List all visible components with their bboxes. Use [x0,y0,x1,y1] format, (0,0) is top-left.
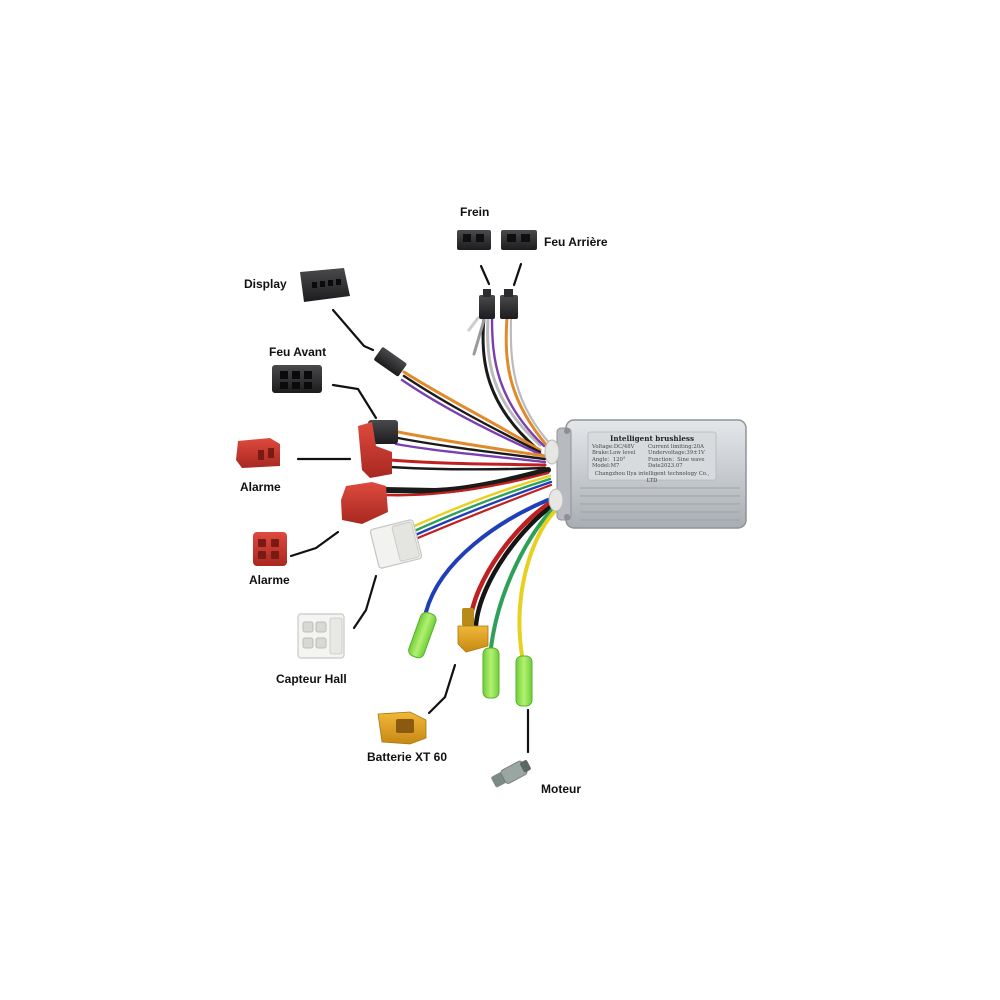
harness-hall-connector [369,519,423,569]
hall-sensor-connector-icon [297,613,345,659]
label-display: Display [244,277,287,291]
label-alarme-1: Alarme [240,480,281,494]
harness-alarm-connector-1 [358,422,392,478]
nameplate-title: Intelligent brushless [609,434,695,443]
controller-box [544,419,747,529]
leader-line-feu-arriere [512,262,523,287]
label-feu-avant: Feu Avant [269,345,327,359]
leader-line-alarme-2 [289,530,340,558]
motor-bullet-connector-icon [491,760,531,788]
label-capteur-hall: Capteur Hall [276,672,347,686]
front-light-connector-icon [272,365,322,393]
wire-harness [382,316,560,658]
label-moteur: Moteur [541,782,581,796]
label-frein: Frein [460,205,490,219]
nameplate-function: Function：Sine wave [648,456,705,463]
leader-line-display [331,308,375,352]
harness-tail-light-connector [500,289,518,319]
nameplate-current-limiting: Current limiting:20A [648,443,704,450]
controller-label-plate [587,431,717,481]
alarm-connector-icon-2 [253,532,287,566]
controller-nameplate: Intelligent brushless Voltage:DC/48V Cur… [592,434,712,483]
leader-line-frein [479,264,491,286]
brake-connector-icon [457,230,491,250]
label-feu-arriere: Feu Arrière [544,235,608,249]
leader-line-capteur-hall [352,574,378,630]
leader-line-feu-avant [331,383,378,420]
nameplate-manufacturer: Changzhou Ilya intelligent technology Co… [594,470,710,484]
leader-line-batterie [427,663,457,715]
nameplate-model: Model:M7 [592,463,620,470]
alarm-connector-icon-1 [236,438,280,468]
harness-brake-connector [479,289,495,319]
nameplate-undervoltage: Undervoltage:39±1V [648,450,705,457]
harness-alarm-connector-2 [341,482,388,524]
leader-lines [289,262,530,754]
nameplate-brake: Brake:Low level [592,450,636,457]
nameplate-angle: Angle：120° [592,456,626,463]
phase-sleeves [408,611,533,707]
label-batterie-xt60: Batterie XT 60 [367,750,448,764]
harness-front-light-connector [368,420,398,444]
nameplate-date: Date2023.07 [648,463,683,470]
tail-light-connector-icon [501,230,537,250]
harness-display-connector [374,347,407,377]
harness-xt60-connector [457,608,489,653]
label-alarme-2: Alarme [249,573,290,587]
xt60-battery-connector-icon [377,711,427,745]
display-connector-icon [300,268,350,302]
nameplate-voltage: Voltage:DC/48V [592,443,635,450]
